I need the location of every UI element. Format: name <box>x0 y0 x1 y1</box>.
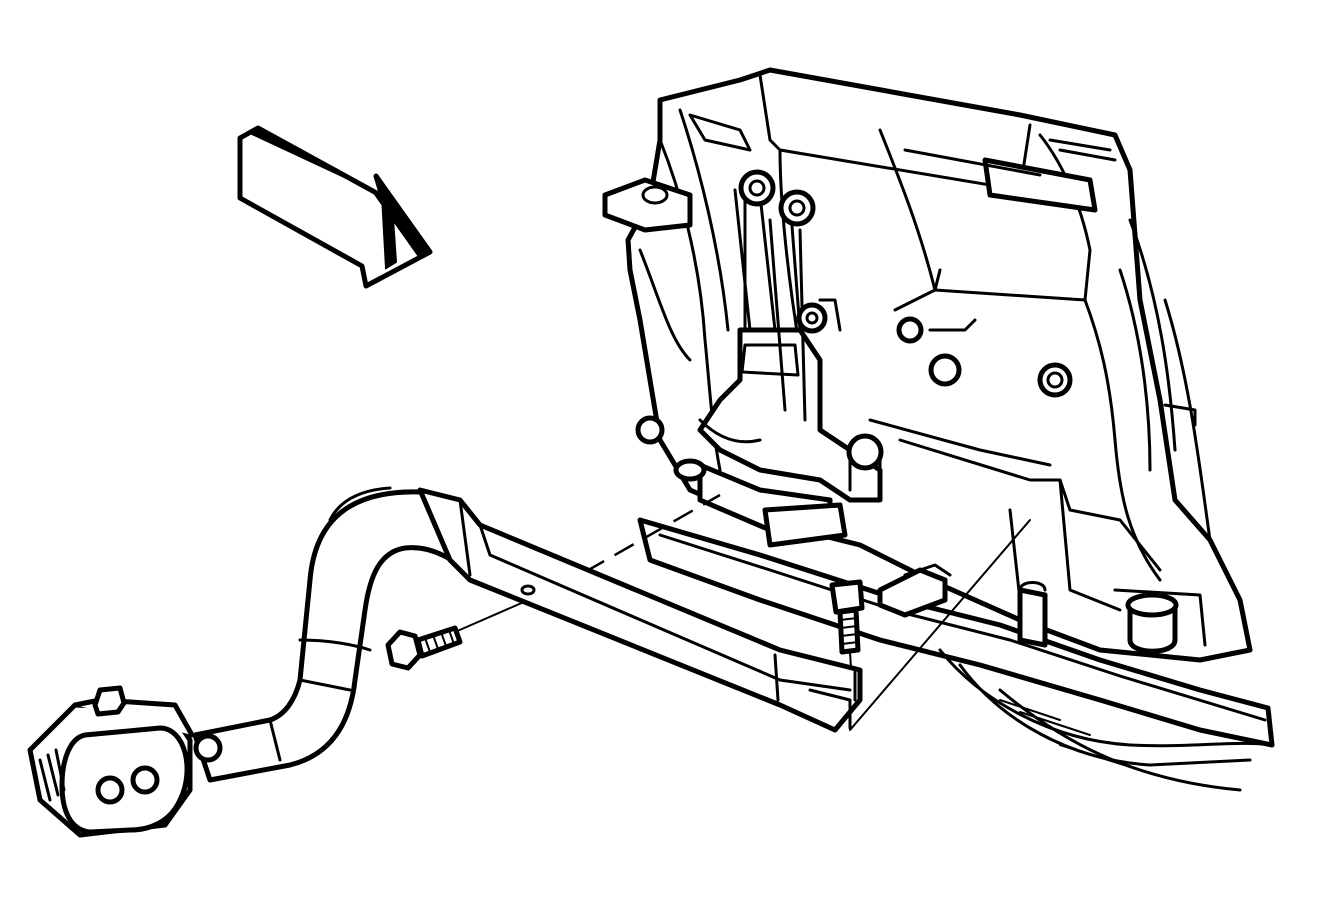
crossmember <box>637 517 1275 792</box>
transmission-mount-bracket <box>673 169 884 548</box>
mount-bracket-bolt <box>385 625 463 671</box>
pan-drain-boss <box>1113 588 1207 654</box>
transmission-mount <box>27 486 473 838</box>
crossmember-bar <box>417 487 863 733</box>
crossmember-bolt <box>829 563 952 686</box>
view-direction-arrow <box>237 125 433 289</box>
